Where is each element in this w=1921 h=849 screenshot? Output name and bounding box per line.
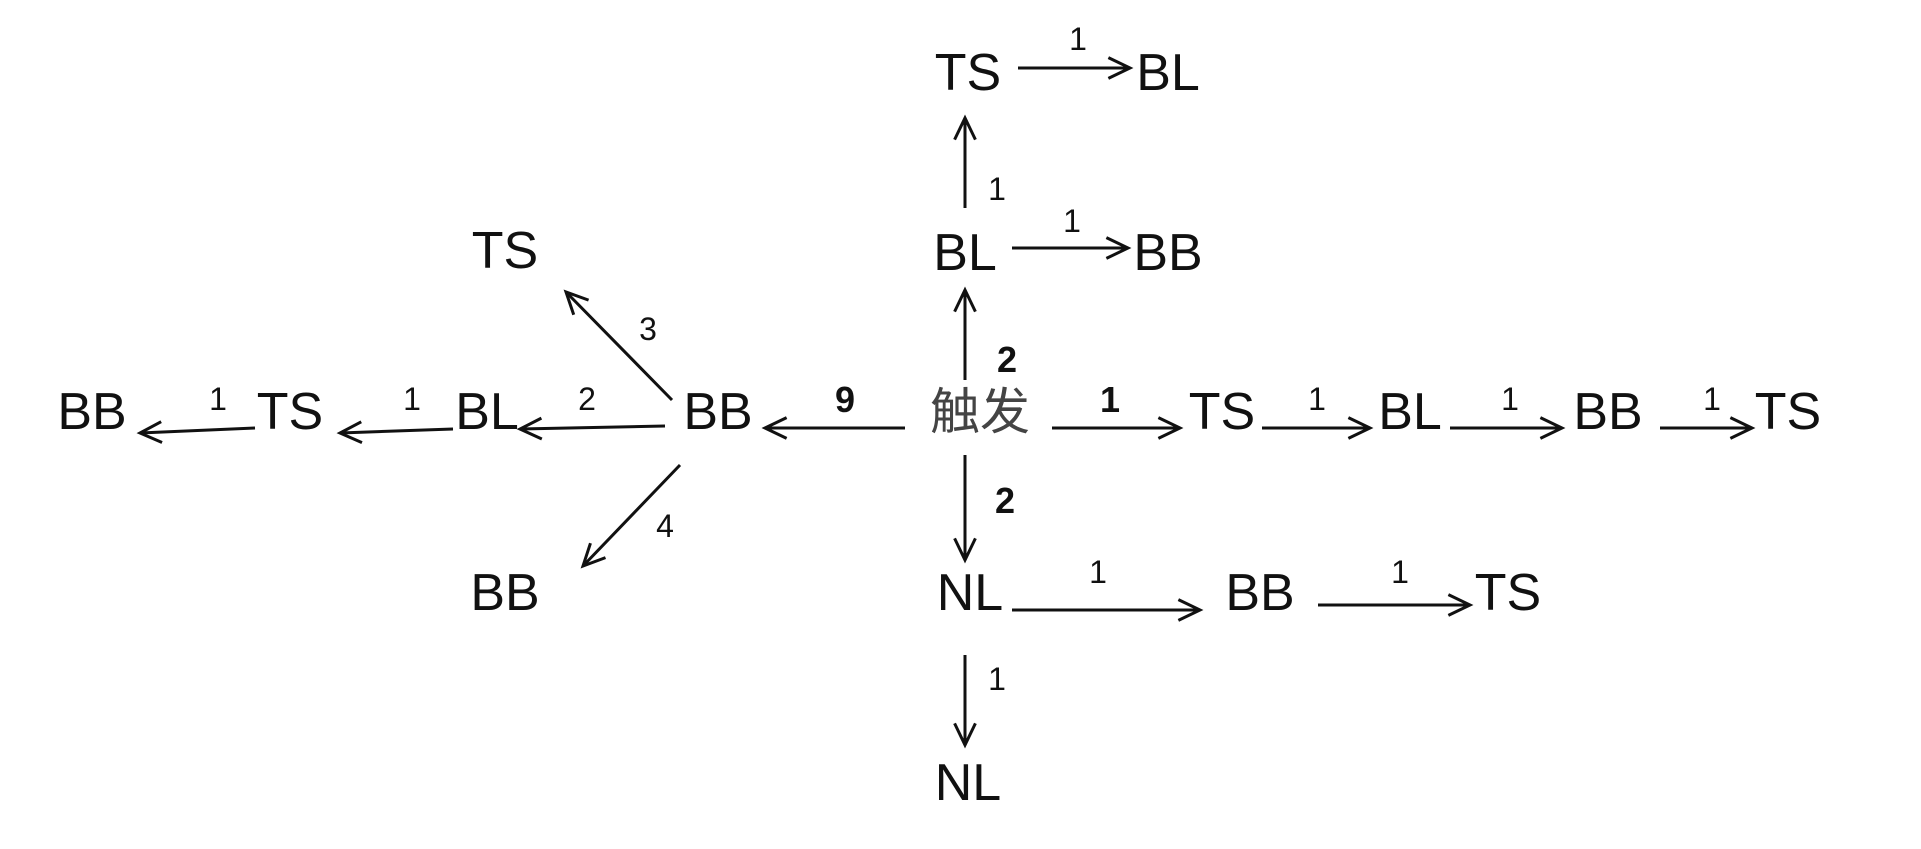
edge-label: 1	[1069, 21, 1087, 57]
edge-bl-to-bb-east: 1	[1450, 381, 1566, 440]
edge-root-to-bl-north: 2	[953, 286, 1017, 380]
edge-bb-to-ts-east: 1	[1660, 381, 1756, 440]
edge-line	[339, 427, 454, 435]
edge-ts-to-bb-west: 1	[136, 381, 256, 444]
node-root: 触发	[930, 383, 1030, 441]
arrowhead	[1177, 598, 1204, 622]
edge-label: 1	[1703, 381, 1721, 417]
arrowhead	[1447, 593, 1474, 617]
node-n_bl: BL	[933, 224, 997, 282]
edge-label: 1	[1308, 381, 1326, 417]
arrowhead	[1729, 416, 1756, 440]
arrowhead	[563, 289, 590, 316]
edge-label: 2	[997, 339, 1017, 380]
edge-ts-to-bl-east: 1	[1262, 381, 1374, 440]
arrowhead	[953, 114, 977, 141]
edge-bb-to-ts-northwest: 3	[563, 289, 674, 402]
node-e_bl: BL	[1378, 383, 1442, 441]
edge-ts-to-bl-north: 1	[1018, 21, 1134, 80]
node-sw_bb: BB	[470, 564, 539, 622]
edge-label: 1	[1391, 554, 1409, 590]
node-e_ts: TS	[1189, 383, 1255, 441]
node-n_bb: BB	[1133, 224, 1202, 282]
node-w_ts: TS	[257, 383, 323, 441]
arrowhead	[1347, 416, 1374, 440]
edge-bl-to-ts-west: 1	[336, 381, 454, 445]
arrowhead	[1105, 236, 1132, 260]
edge-line	[581, 463, 682, 568]
edge-bl-to-ts-north: 1	[953, 114, 1006, 208]
node-w_bl: BL	[455, 383, 519, 441]
node-nw_ts: TS	[472, 222, 538, 280]
edge-line	[519, 424, 666, 431]
node-n_ts: TS	[935, 44, 1001, 102]
edge-label: 1	[988, 171, 1006, 207]
arrowhead	[1539, 416, 1566, 440]
edge-label: 9	[835, 379, 855, 420]
arrowhead	[761, 416, 788, 440]
edge-label: 1	[403, 381, 421, 417]
arrowhead	[136, 420, 163, 444]
node-w_bb_end: BB	[57, 383, 126, 441]
node-e_ts_end: TS	[1755, 383, 1821, 441]
edge-bb-to-ts-south: 1	[1318, 554, 1474, 617]
arrowhead	[1157, 416, 1184, 440]
edge-bb-to-bl-west: 2	[516, 381, 666, 441]
arrowhead	[953, 286, 977, 313]
edge-root-to-bb-west: 9	[761, 379, 905, 440]
arrowhead	[580, 542, 607, 569]
edge-line	[564, 290, 674, 402]
edge-label: 1	[1100, 379, 1120, 420]
edge-bb-to-bb-southwest: 4	[580, 463, 682, 569]
edge-line	[139, 426, 256, 435]
edge-label: 1	[988, 661, 1006, 697]
edge-nl-to-bb-south: 1	[1012, 554, 1204, 622]
edge-bl-to-bb-north: 1	[1012, 203, 1132, 260]
arrowhead	[516, 416, 543, 441]
edge-label: 3	[639, 311, 657, 347]
node-e_bb: BB	[1573, 383, 1642, 441]
edge-label: 2	[995, 480, 1015, 521]
arrowhead	[1107, 56, 1134, 80]
edge-label: 1	[1501, 381, 1519, 417]
edge-nl-to-nl-south: 1	[953, 655, 1006, 749]
edge-root-to-nl-south: 2	[953, 455, 1015, 564]
arrowhead	[953, 722, 977, 749]
arrowhead	[953, 537, 977, 564]
node-w_bb: BB	[683, 383, 752, 441]
edge-label: 1	[209, 381, 227, 417]
edge-root-to-ts-east: 1	[1052, 379, 1184, 440]
edge-label: 4	[656, 508, 674, 544]
edge-label: 1	[1089, 554, 1107, 590]
node-s_nl_end: NL	[935, 754, 1001, 812]
edge-label: 2	[578, 381, 596, 417]
edge-label: 1	[1063, 203, 1081, 239]
node-s_ts: TS	[1475, 564, 1541, 622]
node-n_bl_end: BL	[1136, 44, 1200, 102]
node-s_bb: BB	[1225, 564, 1294, 622]
node-s_nl: NL	[937, 564, 1003, 622]
arrowhead	[336, 420, 363, 445]
